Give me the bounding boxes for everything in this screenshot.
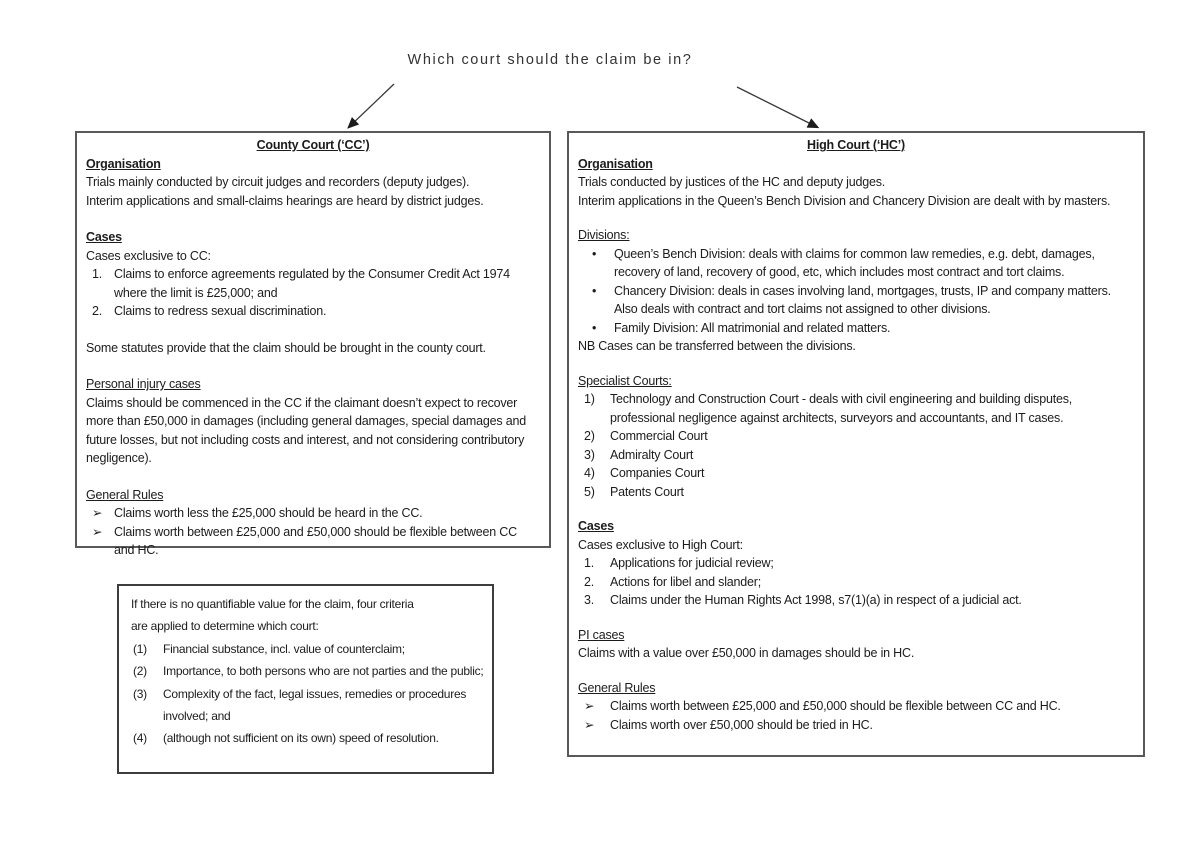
high-court-title: High Court (‘HC’)	[807, 138, 905, 152]
list-text: Claims under the Human Rights Act 1998, …	[610, 593, 1022, 607]
arrow-bullet-icon: ➢	[584, 717, 595, 732]
list-text: Admiralty Court	[610, 447, 694, 462]
cc-general-rules-list: ➢ Claims worth less the £25,000 should b…	[86, 504, 540, 560]
list-marker: 4)	[584, 466, 595, 480]
list-marker: 3)	[584, 447, 595, 462]
list-marker: 3.	[584, 593, 595, 607]
list-item: (2) Importance, to both persons who are …	[131, 660, 484, 682]
list-item: • Family Division: All matrimonial and r…	[578, 319, 1134, 338]
cc-cases-intro: Cases exclusive to CC:	[86, 248, 211, 263]
cc-personal-injury-heading: Personal injury cases	[86, 377, 201, 391]
list-text: Claims worth between £25,000 and £50,000…	[610, 699, 1061, 713]
list-text: Technology and Construction Court - deal…	[610, 392, 1073, 425]
list-text: Claims to redress sexual discrimination.	[114, 304, 327, 318]
list-marker: (1)	[133, 641, 147, 656]
hc-organisation-line: Interim applications in the Queen’s Benc…	[578, 193, 1111, 208]
list-marker: (2)	[133, 664, 147, 679]
arrow-bullet-icon: ➢	[584, 699, 595, 713]
list-item: (4) (although not sufficient on its own)…	[131, 727, 484, 749]
list-item: 1. Applications for judicial review;	[578, 554, 1134, 573]
county-court-title: County Court (‘CC’)	[256, 138, 370, 152]
hc-specialist-courts-heading: Specialist Courts:	[578, 373, 672, 388]
cc-organisation-line: Trials mainly conducted by circuit judge…	[86, 175, 470, 189]
criteria-box: If there is no quantifiable value for th…	[117, 584, 494, 774]
list-marker: 1.	[584, 556, 595, 570]
list-item: ➢ Claims worth between £25,000 and £50,0…	[578, 697, 1134, 716]
list-text: Claims worth over £50,000 should be trie…	[610, 717, 873, 732]
list-marker: 2)	[584, 429, 595, 443]
cc-cases-heading: Cases	[86, 230, 122, 244]
arrow-bullet-icon: ➢	[92, 524, 103, 539]
hc-organisation-heading: Organisation	[578, 156, 653, 171]
list-marker: 2.	[584, 574, 595, 589]
list-marker: 2.	[92, 304, 103, 318]
county-court-box: County Court (‘CC’) Organisation Trials …	[75, 131, 551, 557]
arrow-to-high-court	[736, 86, 820, 129]
list-text: Claims to enforce agreements regulated b…	[114, 267, 510, 300]
hc-divisions-list: • Queen’s Bench Division: deals with cla…	[578, 245, 1134, 338]
list-item: 3. Claims under the Human Rights Act 199…	[578, 591, 1134, 610]
hc-pi-cases-heading: PI cases	[578, 627, 625, 642]
cc-cases-note: Some statutes provide that the claim sho…	[86, 340, 486, 355]
cc-organisation-heading: Organisation	[86, 156, 161, 171]
list-text: Commercial Court	[610, 429, 708, 443]
bullet-icon: •	[592, 246, 597, 261]
list-text: Financial substance, incl. value of coun…	[163, 641, 405, 656]
list-text: Importance, to both persons who are not …	[163, 664, 484, 679]
list-item: 1. Claims to enforce agreements regulate…	[86, 265, 540, 302]
hc-organisation-line: Trials conducted by justices of the HC a…	[578, 175, 886, 189]
cc-cases-list: 1. Claims to enforce agreements regulate…	[86, 265, 540, 321]
list-text: (although not sufficient on its own) spe…	[163, 731, 439, 746]
high-court-box: High Court (‘HC’) Organisation Trials co…	[567, 131, 1145, 757]
list-marker: 1)	[584, 392, 595, 406]
criteria-intro-line: If there is no quantifiable value for th…	[131, 597, 414, 611]
hc-cases-heading: Cases	[578, 519, 614, 533]
list-item: (1) Financial substance, incl. value of …	[131, 638, 484, 660]
list-text: Claims worth between £25,000 and £50,000…	[114, 524, 517, 558]
hc-cases-intro: Cases exclusive to High Court:	[578, 537, 743, 552]
cc-organisation-line: Interim applications and small-claims he…	[86, 193, 484, 208]
list-item: • Chancery Division: deals in cases invo…	[578, 282, 1134, 319]
cc-general-rules-heading: General Rules	[86, 487, 164, 502]
list-item: 4) Companies Court	[578, 464, 1134, 483]
hc-pi-cases-text: Claims with a value over £50,000 in dama…	[578, 646, 915, 660]
bullet-icon: •	[592, 283, 597, 298]
hc-general-rules-heading: General Rules	[578, 680, 656, 695]
list-item: 1) Technology and Construction Court - d…	[578, 390, 1134, 427]
hc-specialist-courts-list: 1) Technology and Construction Court - d…	[578, 390, 1134, 501]
page-title: Which court should the claim be in?	[407, 52, 693, 68]
list-item: 2) Commercial Court	[578, 427, 1134, 446]
list-item: ➢ Claims worth less the £25,000 should b…	[86, 504, 540, 523]
list-text: Family Division: All matrimonial and rel…	[614, 320, 891, 335]
list-text: Actions for libel and slander;	[610, 574, 762, 589]
list-text: Chancery Division: deals in cases involv…	[614, 283, 1111, 317]
arrow-to-county-court	[347, 83, 395, 129]
arrow-bullet-icon: ➢	[92, 506, 103, 520]
list-text: Complexity of the fact, legal issues, re…	[163, 686, 467, 724]
list-text: Applications for judicial review;	[610, 556, 774, 570]
cc-personal-injury-text: Claims should be commenced in the CC if …	[86, 395, 526, 466]
hc-divisions-note: NB Cases can be transferred between the …	[578, 339, 856, 353]
hc-general-rules-list: ➢ Claims worth between £25,000 and £50,0…	[578, 697, 1134, 734]
list-marker: 5)	[584, 484, 595, 499]
bullet-icon: •	[592, 320, 597, 335]
list-marker: (3)	[133, 686, 147, 701]
list-item: 3) Admiralty Court	[578, 446, 1134, 465]
list-item: 2. Claims to redress sexual discriminati…	[86, 302, 540, 321]
hc-divisions-heading: Divisions:	[578, 228, 630, 242]
list-marker: 1.	[92, 267, 103, 281]
list-item: ➢ Claims worth over £50,000 should be tr…	[578, 716, 1134, 735]
hc-cases-list: 1. Applications for judicial review; 2. …	[578, 554, 1134, 610]
list-item: • Queen’s Bench Division: deals with cla…	[578, 245, 1134, 282]
list-text: Patents Court	[610, 484, 684, 499]
list-item: (3) Complexity of the fact, legal issues…	[131, 683, 484, 728]
list-text: Queen’s Bench Division: deals with claim…	[614, 246, 1095, 280]
list-text: Claims worth less the £25,000 should be …	[114, 506, 423, 520]
list-item: 5) Patents Court	[578, 483, 1134, 502]
list-text: Companies Court	[610, 466, 705, 480]
list-item: ➢ Claims worth between £25,000 and £50,0…	[86, 523, 540, 560]
list-item: 2. Actions for libel and slander;	[578, 573, 1134, 592]
list-marker: (4)	[133, 731, 147, 746]
criteria-intro-line: are applied to determine which court:	[131, 619, 319, 634]
